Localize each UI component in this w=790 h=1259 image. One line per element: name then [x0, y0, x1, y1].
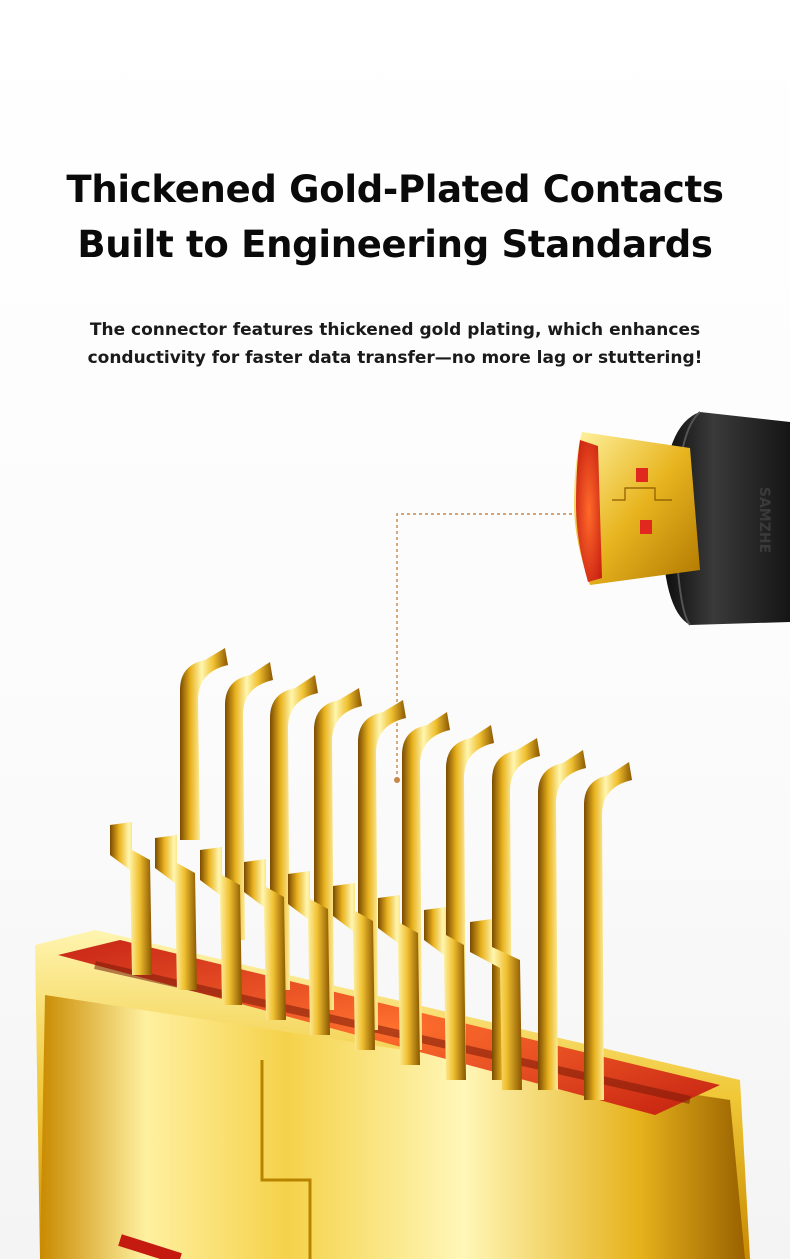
- feature-description: The connector features thickened gold pl…: [0, 316, 790, 372]
- headline-line-2: Built to Engineering Standards: [77, 223, 713, 266]
- description-line-1: The connector features thickened gold pl…: [89, 320, 701, 340]
- front-row-pins: [110, 822, 522, 1090]
- page-headline: Thickened Gold-Plated Contacts Built to …: [0, 162, 790, 272]
- connector-housing: [35, 930, 750, 1259]
- headline-line-1: Thickened Gold-Plated Contacts: [66, 168, 724, 211]
- hdmi-cable-plug: [574, 411, 790, 626]
- description-line-2: conductivity for faster data transfer—no…: [87, 348, 703, 368]
- callout-leader-line: [394, 513, 578, 783]
